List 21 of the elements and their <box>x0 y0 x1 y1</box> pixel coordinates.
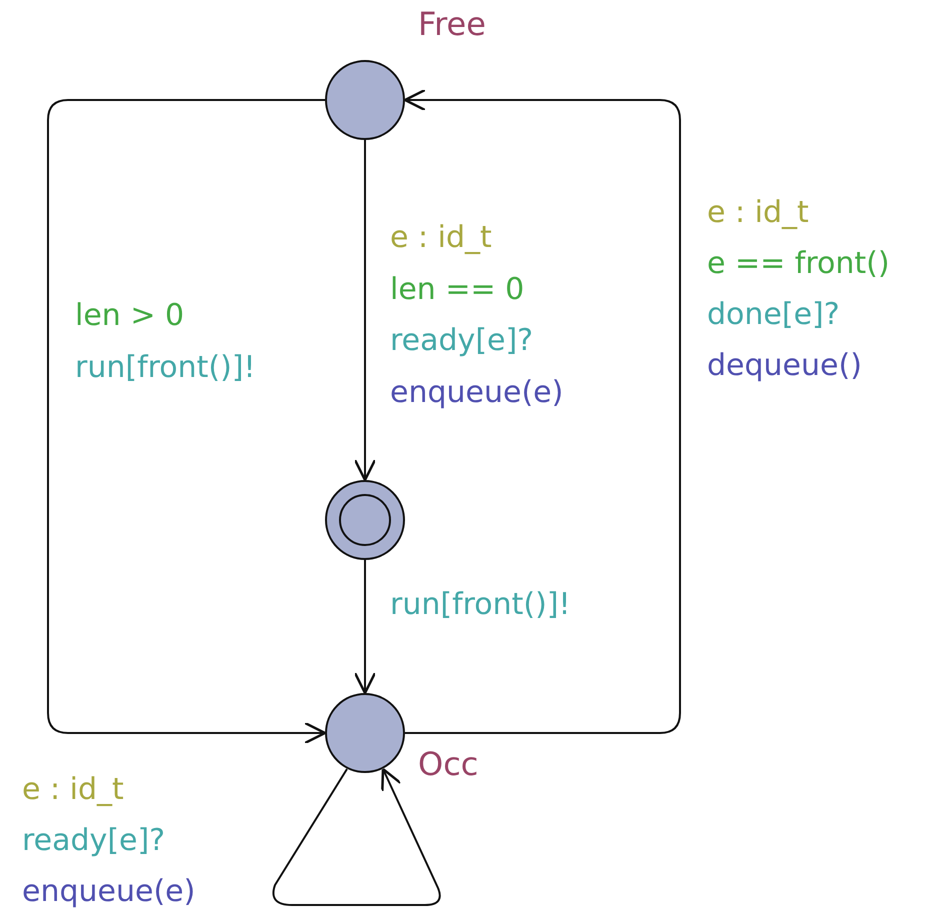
transition-label: e : id_t <box>22 772 124 807</box>
transition-arrow <box>272 768 441 906</box>
transition-arrow <box>47 99 326 744</box>
transition-arrow <box>354 560 376 694</box>
transition-arrow <box>404 88 681 734</box>
location-name: Free <box>418 5 486 43</box>
transition-label: e : id_t <box>707 195 809 230</box>
transition-label: enqueue(e) <box>390 375 564 410</box>
transition-label: ready[e]? <box>390 323 534 358</box>
transition-label: len > 0 <box>75 298 184 333</box>
transition-arrow <box>354 140 376 482</box>
transition-label: e : id_t <box>390 220 492 255</box>
transition-label: len == 0 <box>390 272 524 307</box>
transition-label: enqueue(e) <box>22 874 196 909</box>
transition-label: run[front()]! <box>75 350 256 385</box>
transition-label: done[e]? <box>707 297 840 332</box>
transition-label: ready[e]? <box>22 823 166 858</box>
location-name: Occ <box>418 745 478 783</box>
transition-label: e == front() <box>707 246 890 281</box>
transition-label: dequeue() <box>707 348 862 383</box>
transition-label: run[front()]! <box>390 587 571 622</box>
